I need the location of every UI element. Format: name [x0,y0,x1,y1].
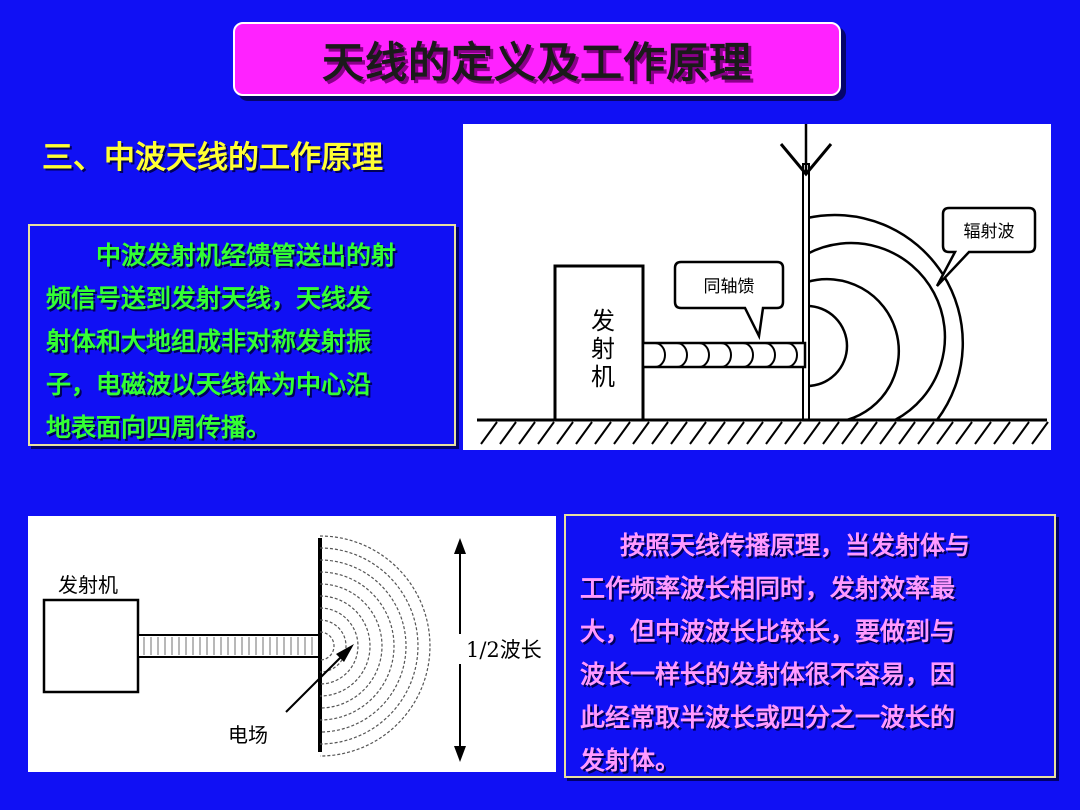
paragraph2-line: 发射体。 [580,746,681,775]
transmitter-box-2 [42,598,140,694]
transmitter-char: 射 [591,335,615,363]
paragraph1-line: 中波发射机经馈管送出的射 [96,241,397,270]
field-pointer-head [336,644,354,662]
paragraph2-line: 按照天线传播原理，当发射体与 [620,531,971,560]
wavelength-label: 1/2波长 [466,638,542,662]
electric-field-arcs [319,535,431,757]
page-title: 天线的定义及工作原理 [321,37,752,87]
transmitter-char: 机 [591,363,615,391]
paragraph1-line: 射体和大地组成非对称发射振 [46,327,372,356]
antenna-diagram-2: 发射机 电场 1/2波长 [28,516,556,772]
paragraph2-line: 此经常取半波长或四分之一波长的 [580,703,956,732]
antenna-mast [802,163,810,421]
paragraph2-line: 工作频率波长相同时，发射效率最 [580,574,956,603]
ground-hatching [480,421,1049,445]
description-box-2: 按照天线传播原理，当发射体与 工作频率波长相同时，发射效率最 大，但中波波长比较… [564,514,1056,778]
field-label: 电场 [228,723,268,747]
antenna-diagram-1-svg: 发 射 机 同轴馈 辐射波 [477,124,1049,445]
paragraph1-line: 频信号送到发射天线，天线发 [46,284,372,313]
antenna-diagram-2-svg: 发射机 电场 1/2波长 [42,535,552,762]
transmitter-label-2: 发射机 [58,573,118,597]
paragraph1-line: 地表面向四周传播。 [46,413,272,442]
paragraph1-line: 子，电磁波以天线体为中心沿 [46,370,372,399]
radiation-waves [806,213,965,422]
radiation-label: 辐射波 [964,222,1015,242]
title-banner: 天线的定义及工作原理 [233,22,841,96]
feed-line-pattern [143,637,313,655]
paragraph2-line: 波长一样长的发射体很不容易，因 [580,660,956,689]
field-pointer [285,651,347,713]
coax-callout: 同轴馈 [673,260,785,341]
section-subtitle: 三、中波天线的工作原理 [42,140,383,176]
coax-feed [641,341,807,369]
paragraph2-line: 大，但中波波长比较长，要做到与 [580,617,956,646]
dimension-arrow-top [454,538,466,554]
coax-label: 同轴馈 [704,277,755,297]
description-box-1: 中波发射机经馈管送出的射 频信号送到发射天线，天线发 射体和大地组成非对称发射振… [28,224,456,446]
dimension-arrow-bottom [454,746,466,762]
radiation-callout: 辐射波 [935,206,1037,287]
antenna-diagram-1: 发 射 机 同轴馈 辐射波 [463,124,1051,450]
transmitter-char: 发 [591,307,615,335]
